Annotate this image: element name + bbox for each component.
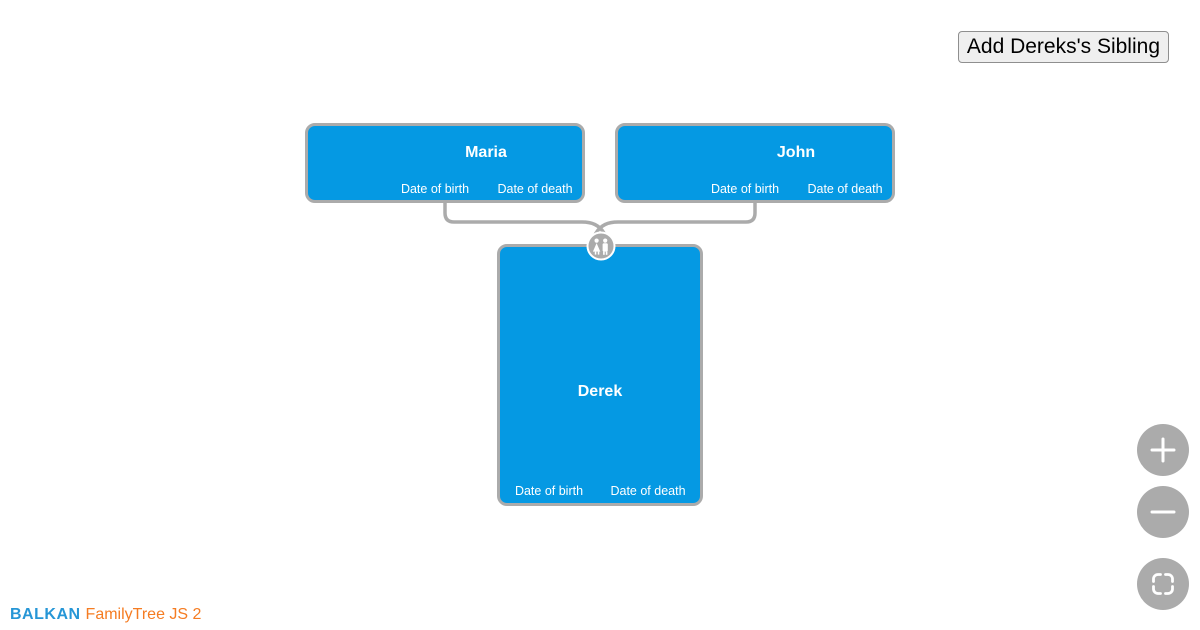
node-name: Derek [577,383,623,400]
tree-node-derek[interactable]: Derek Date of birth Date of death [497,244,703,506]
fit-screen-button[interactable] [1137,558,1189,610]
tree-node-maria[interactable]: Maria Date of birth Date of death [305,123,585,203]
date-of-death-label: Date of death [807,182,883,196]
fit-screen-icon [1152,573,1174,595]
brand-product-label: FamilyTree JS 2 [85,606,202,623]
date-of-death-label: Date of death [610,484,686,498]
plus-icon [1150,437,1176,463]
date-of-birth-label: Date of birth [400,182,470,196]
date-of-birth-label: Date of birth [514,484,584,498]
link-john-to-child [588,200,757,245]
link-maria-to-child [443,200,612,245]
zoom-in-button[interactable] [1137,424,1189,476]
node-name: John [776,144,816,161]
minus-icon [1150,510,1176,514]
date-of-birth-label: Date of birth [710,182,780,196]
node-name: Maria [465,144,507,161]
zoom-out-button[interactable] [1137,486,1189,538]
brand-balkan-label: BALKAN [10,606,81,623]
tree-node-john[interactable]: John Date of birth Date of death [615,123,895,203]
add-sibling-button[interactable]: Add Dereks's Sibling [957,31,1169,63]
date-of-death-label: Date of death [497,182,573,196]
